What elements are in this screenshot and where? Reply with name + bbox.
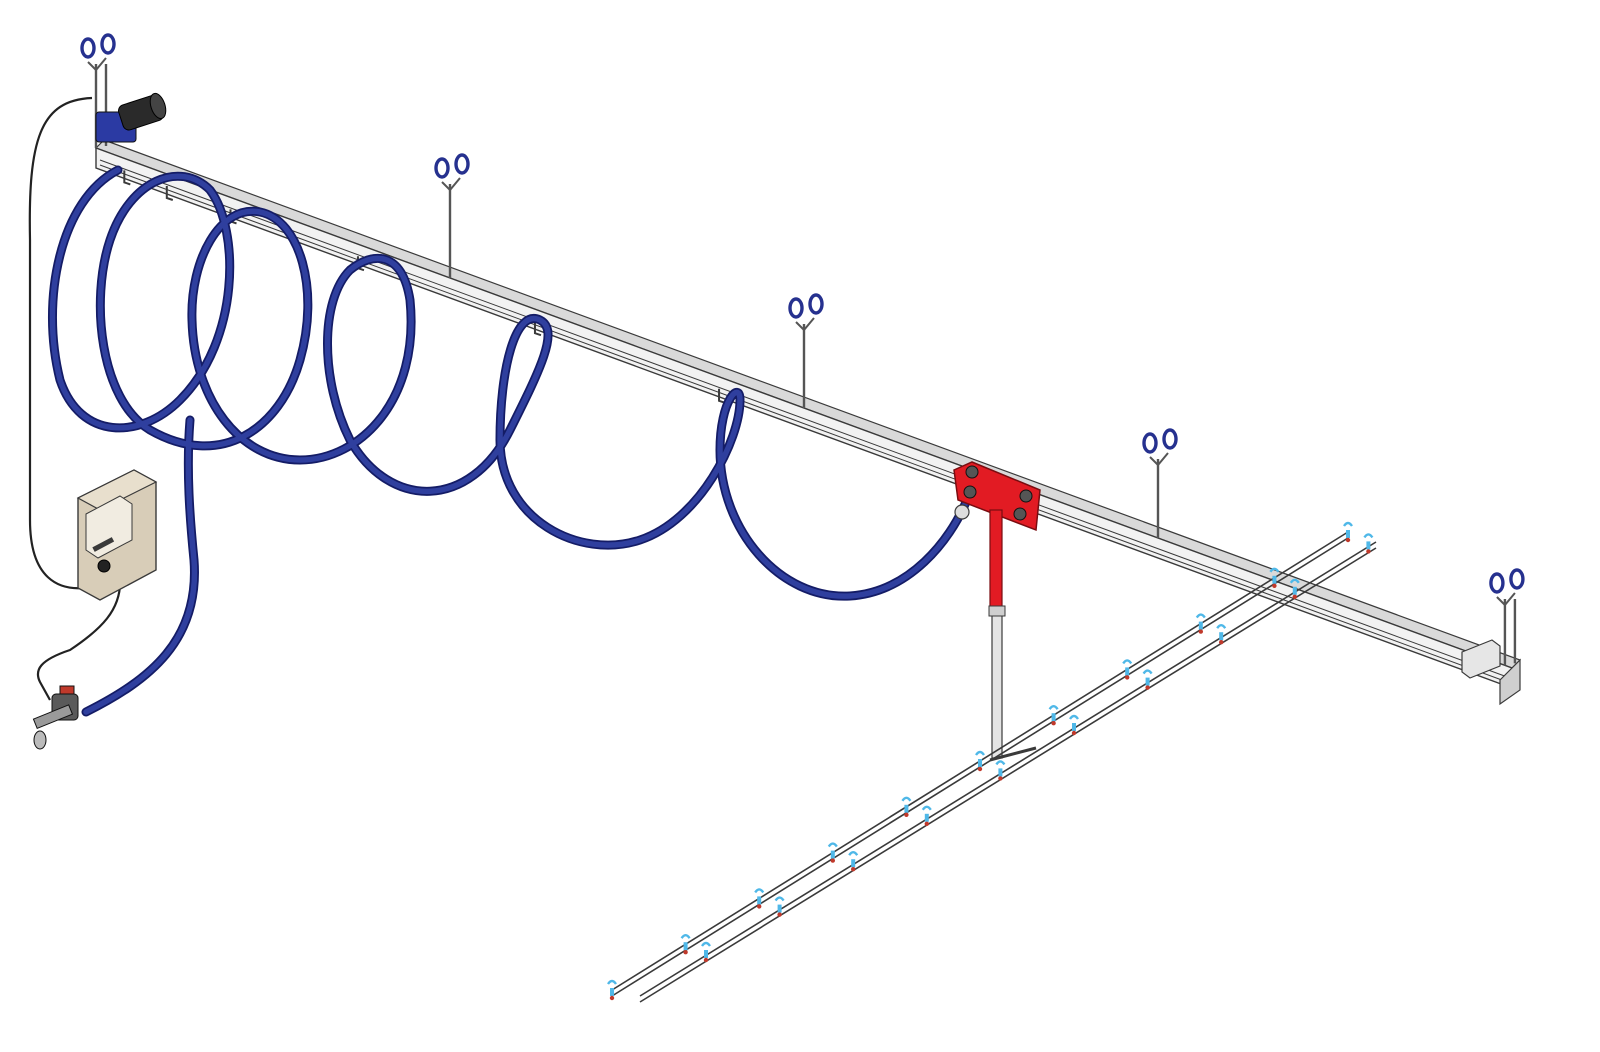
spray-nozzle-icon [1343,521,1353,543]
rail-hangers [80,33,1525,666]
trolley-carriage-icon [953,461,1041,759]
rail-hanger [1489,568,1525,666]
spray-nozzle-icon [1069,714,1079,736]
spray-nozzle-icon [1142,669,1153,690]
spray-nozzle-icon [975,750,985,772]
clamp-ring [808,293,824,315]
clamp-ring [434,157,450,179]
water-valve-icon [32,685,79,750]
clamp-ring [1489,572,1505,594]
spray-nozzle-icon [827,842,838,863]
spray-nozzle-icon [1269,567,1280,588]
main-rail [94,139,1522,706]
clamp-ring [788,297,804,319]
clamp-ring [1509,568,1525,590]
spray-nozzle-icon [1363,533,1374,554]
control-box-icon [76,469,158,601]
spray-nozzle-icon [1048,705,1059,726]
spray-nozzle-icon [1122,659,1133,680]
clamp-ring [1142,432,1158,454]
spray-nozzle-icon [754,888,765,909]
rail-hanger [434,153,470,278]
spray-nozzle-icon [607,979,617,1001]
spray-nozzle-icon [995,760,1006,781]
clamp-ring [80,37,96,59]
clamp-ring [1162,428,1178,450]
spray-nozzle-icon [1195,613,1206,634]
spray-nozzle-icon [701,941,711,963]
rail-hanger [788,293,824,408]
clamp-ring [100,33,116,55]
power-cable [28,96,122,701]
spray-nozzle-icon [901,796,912,817]
hose-hook [123,170,131,186]
festoon-hose [47,165,971,717]
clamp-ring [454,153,470,175]
rail-hanger [1142,428,1178,538]
hose-hook [165,186,174,201]
spray-nozzle-icon [848,851,859,872]
spray-nozzle-icon [774,896,785,917]
hose-hook [718,388,726,404]
rail-end-box [1461,639,1501,679]
drive-motor-icon [95,92,167,143]
spray-nozzles [607,521,1374,1001]
spray-nozzle-icon [1289,578,1300,599]
spray-nozzle-icon [680,934,691,955]
hose-hook [533,321,542,337]
spray-nozzle-icon [921,805,932,826]
spray-nozzle-icon [1216,624,1227,645]
